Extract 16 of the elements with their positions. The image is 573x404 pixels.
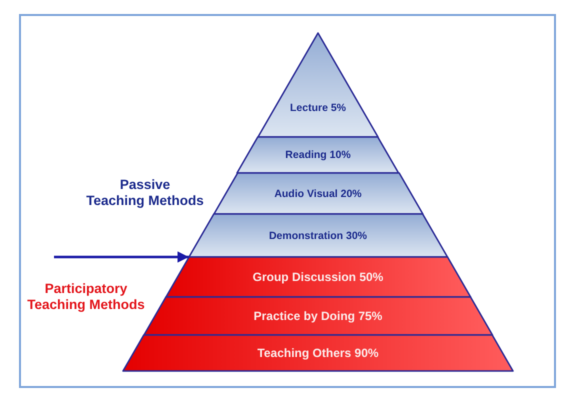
pyramid-band (123, 335, 513, 371)
group-label: Passive Teaching Methods (86, 177, 204, 209)
pyramid-band (166, 257, 470, 297)
band-label: Audio Visual 20% (274, 188, 362, 200)
band-label: Demonstration 30% (268, 230, 367, 242)
band-label: Teaching Others 90% (257, 346, 379, 360)
pyramid-band (237, 137, 399, 173)
arrow (54, 251, 189, 263)
band-label: Reading 10% (285, 149, 351, 161)
band-label: Practice by Doing 75% (254, 309, 382, 323)
pyramid-band (188, 214, 448, 257)
band-label: Lecture 5% (290, 102, 346, 114)
band-label: Group Discussion 50% (252, 270, 384, 284)
group-label: Participatory Teaching Methods (27, 281, 145, 313)
pyramid-band (144, 297, 492, 335)
pyramid-band (214, 173, 422, 214)
